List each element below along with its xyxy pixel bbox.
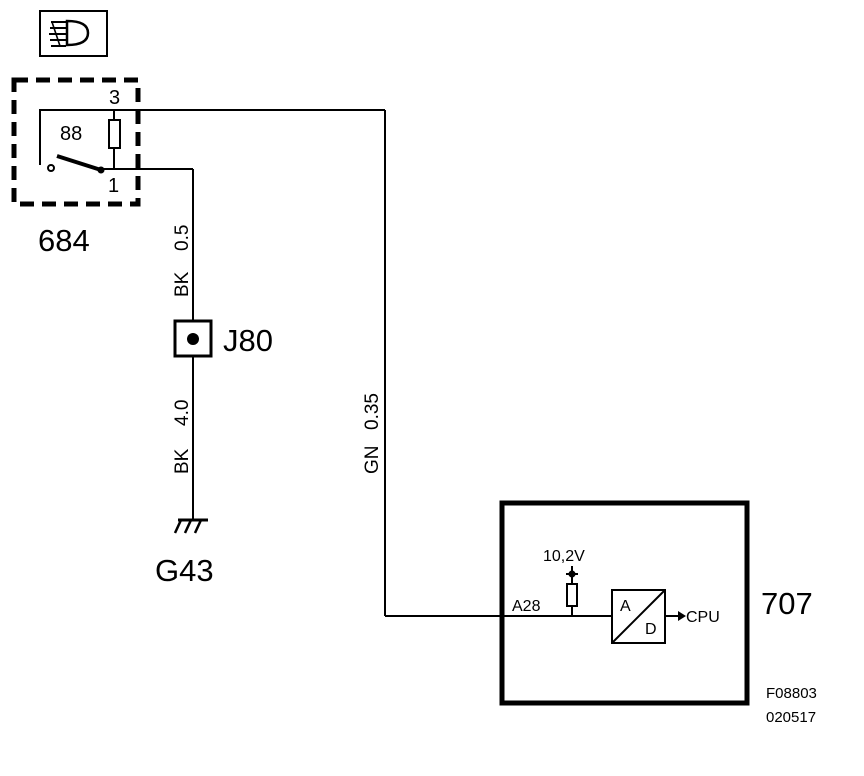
reference-voltage-label: 10,2V xyxy=(543,548,585,565)
pin-3-label: 3 xyxy=(109,87,120,109)
wire-color-bk-lower: BK xyxy=(172,448,193,474)
adc-d-label: D xyxy=(645,621,657,638)
adc-block: A D xyxy=(611,589,666,644)
wire-size-4-0: 4.0 xyxy=(172,400,193,426)
pin-a28-label: A28 xyxy=(512,598,541,615)
control-unit-707: A28 10,2V A D CPU xyxy=(499,500,750,706)
ground-id: G43 xyxy=(155,553,214,588)
wire-color-bk-upper: BK xyxy=(172,271,193,297)
cpu-label: CPU xyxy=(686,609,720,626)
headlight-icon xyxy=(39,10,108,57)
wire-size-0-5: 0.5 xyxy=(172,225,193,251)
arrow-right-icon xyxy=(678,611,686,621)
ground-icon xyxy=(173,518,208,534)
junction-j80 xyxy=(173,319,213,358)
relay-label: 88 xyxy=(60,123,82,145)
control-unit-id: 707 xyxy=(761,586,813,621)
pin-1-label: 1 xyxy=(108,175,119,197)
switch-id: 684 xyxy=(38,223,90,258)
wire-size-0-35: 0.35 xyxy=(362,393,383,430)
figure-code: F08803 xyxy=(766,685,817,702)
figure-date: 020517 xyxy=(766,709,816,726)
junction-id: J80 xyxy=(223,323,273,358)
switch-684: 3 1 88 xyxy=(11,77,385,207)
adc-a-label: A xyxy=(620,598,631,615)
wire-color-gn: GN xyxy=(362,446,383,475)
